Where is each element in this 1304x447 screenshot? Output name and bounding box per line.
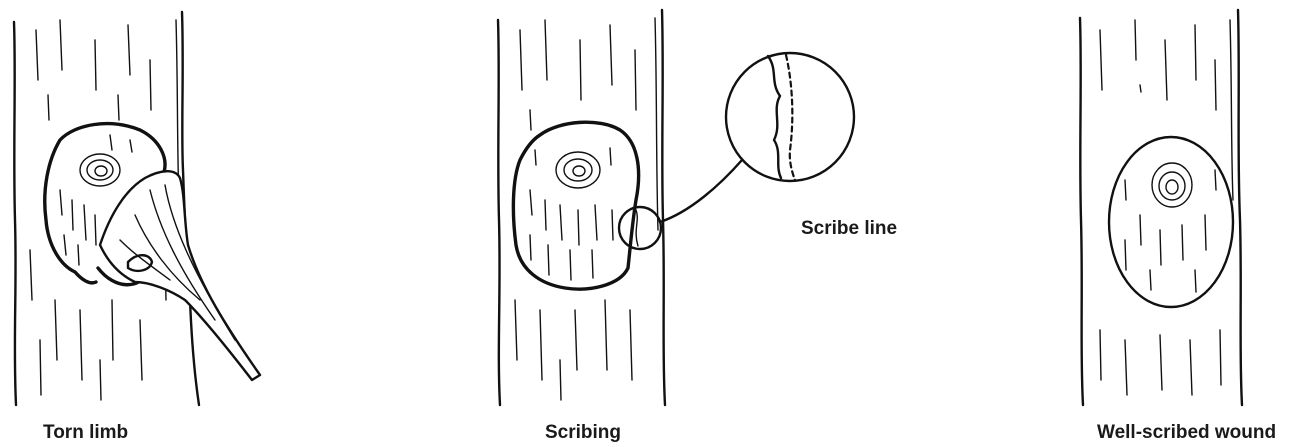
torn-limb-drawing	[14, 12, 260, 405]
scribing-bark-texture	[515, 20, 636, 400]
scribe-line-dashed-edge	[786, 55, 795, 180]
scribe-line-solid-edge	[768, 56, 781, 178]
torn-limb-caption: Torn limb	[43, 423, 128, 442]
well-scribed-drawing	[1080, 10, 1242, 405]
well-scribed-trunk-left-edge	[1080, 18, 1083, 405]
scribe-line-label: Scribe line	[801, 219, 897, 238]
well-scribed-bark-texture	[1100, 20, 1221, 395]
scribing-leader-line	[660, 160, 742, 222]
well-scribed-wound-caption: Well-scribed wound	[1097, 423, 1276, 442]
torn-limb-trunk-left-edge	[14, 22, 16, 405]
torn-limb-branch	[100, 171, 260, 380]
scribing-detail-marker	[619, 207, 661, 249]
torn-limb-rings-icon	[80, 154, 120, 186]
well-scribed-wound-grain	[1125, 170, 1216, 292]
scribing-trunk-left-edge	[498, 20, 500, 405]
scribing-trunk-right-edge	[662, 10, 665, 405]
scribing-wound-edge	[513, 122, 638, 289]
well-scribed-rings-icon	[1152, 163, 1192, 207]
scribing-drawing	[498, 10, 854, 405]
well-scribed-trunk-right-edge	[1238, 10, 1242, 405]
scribing-rings-icon	[556, 152, 600, 188]
scribing-caption: Scribing	[545, 423, 621, 442]
